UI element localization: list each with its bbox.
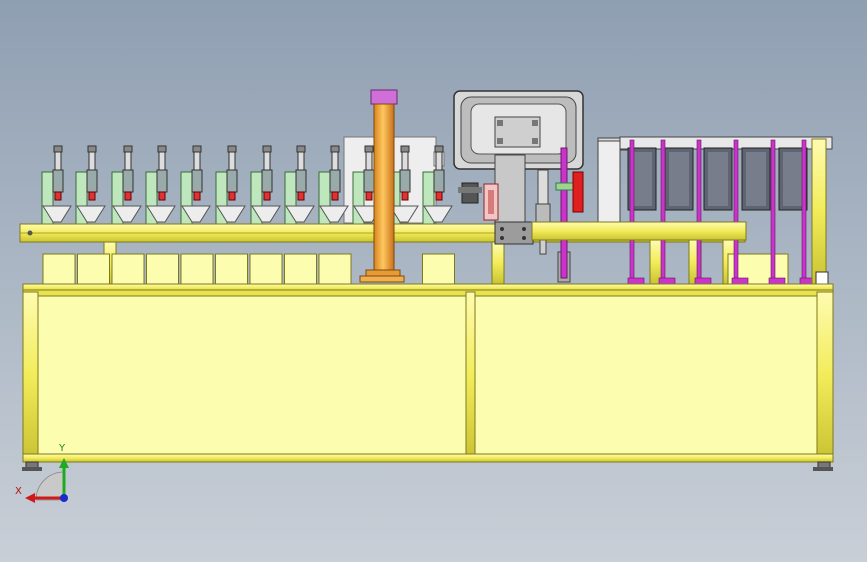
center-post (465, 291, 476, 461)
magenta-guide-rod (560, 147, 568, 279)
panel-right (474, 295, 818, 455)
station-6 (215, 145, 246, 225)
station-1 (41, 145, 72, 225)
magazine-blocks (627, 147, 808, 211)
station-12 (422, 145, 453, 225)
table-bottom-rail (22, 453, 834, 463)
magazine-stack (597, 136, 833, 224)
mount-plate (494, 221, 534, 245)
control-monitor (453, 90, 584, 170)
station-8 (284, 145, 315, 225)
xyz-triad-icon (25, 458, 69, 503)
right-leg (816, 291, 834, 461)
lower-rail (531, 221, 747, 241)
station-9 (318, 145, 349, 225)
right-post (811, 138, 827, 285)
red-handle (572, 171, 584, 213)
left-leg (22, 291, 39, 461)
collection-bins (42, 253, 789, 285)
station-5 (180, 145, 211, 225)
axis-x-label: X (15, 486, 22, 497)
rail-end-bolt (27, 230, 33, 236)
station-4 (145, 145, 176, 225)
vertical-column (359, 89, 405, 283)
panel-left (37, 295, 467, 455)
station-2 (75, 145, 106, 225)
axis-y-label: Y (59, 443, 66, 454)
station-7 (250, 145, 281, 225)
station-3 (111, 145, 142, 225)
